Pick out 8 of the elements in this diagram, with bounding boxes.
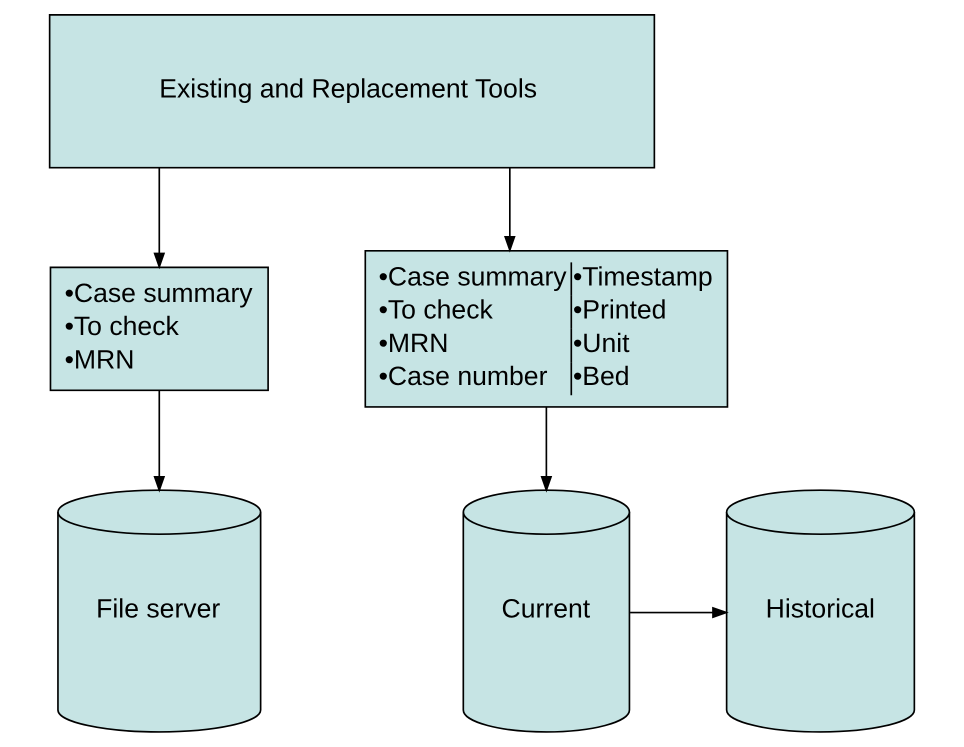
arrow bbox=[504, 168, 516, 253]
arrow bbox=[153, 390, 166, 493]
arrow bbox=[153, 168, 166, 270]
arrow bbox=[540, 407, 552, 493]
node-box: •Case summary •Timestamp •To check •Printed •MRN •Unit •Case number •Bed bbox=[364, 250, 728, 408]
node-box: Existing and Replacement Tools bbox=[48, 14, 656, 169]
arrow bbox=[630, 606, 729, 618]
node-box: •Case summary •To check •MRN bbox=[50, 266, 269, 392]
